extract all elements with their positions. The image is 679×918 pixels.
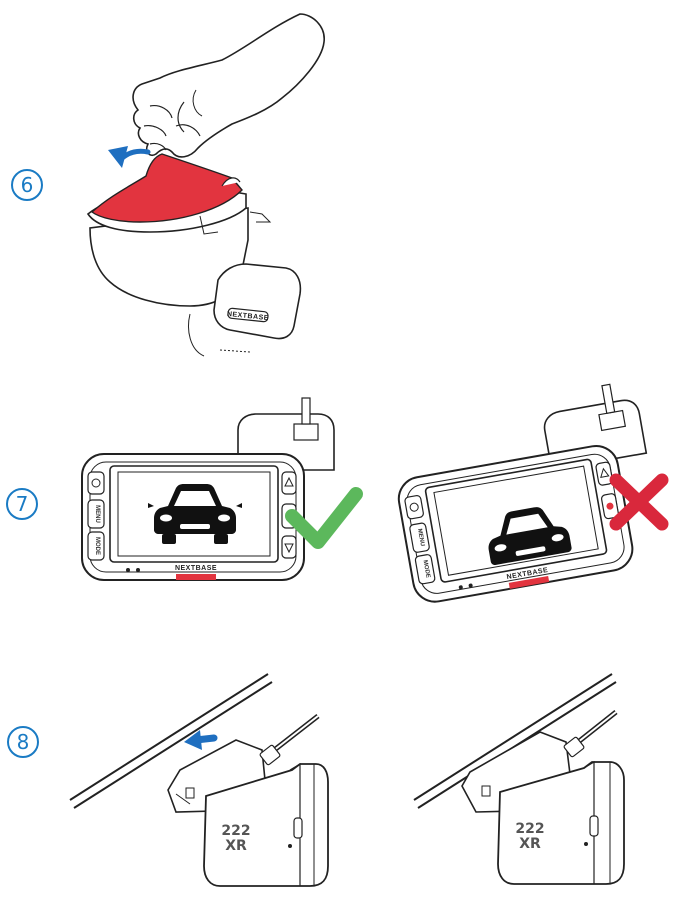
windscreen-left [69, 673, 273, 809]
cross-icon [609, 473, 669, 531]
curved-arrow-icon [108, 146, 151, 168]
step-7: 7 MENU MODE [6, 383, 669, 603]
step-7-number: 7 [16, 492, 29, 516]
camera-rear: NEXTBASE [188, 263, 302, 357]
step-7-badge [6, 488, 38, 520]
step-6-number: 6 [21, 173, 34, 197]
step-8-badge [7, 726, 39, 758]
adhesive-pad [90, 153, 243, 223]
hand-illustration [132, 13, 325, 158]
straight-arrow-icon [184, 730, 218, 750]
camera-side-right: 222 XR [461, 710, 625, 885]
step-8-number: 8 [17, 730, 30, 754]
mode-button-label: MODE [94, 537, 100, 555]
windscreen-mount [86, 153, 272, 307]
brand-label: NEXTBASE [175, 565, 217, 572]
car-icon [488, 507, 572, 565]
step-6-badge [11, 169, 43, 201]
checkmark-icon [285, 487, 363, 549]
menu-button-label: MENU [416, 528, 425, 546]
model-number: 222 [221, 823, 250, 839]
step-8: 8 222 XR [7, 673, 625, 887]
step-6: 6 NEXTBASE [11, 13, 325, 357]
model-number: 222 [515, 821, 544, 837]
camera-tilted: MENU MODE NEXTBASE [397, 383, 648, 603]
menu-button-label: MENU [94, 505, 100, 523]
brand-label: NEXTBASE [227, 311, 270, 322]
camera-level: MENU MODE NEXTBASE [81, 397, 335, 581]
camera-side-left: 222 XR [167, 714, 329, 887]
mode-button-label: MODE [422, 560, 431, 579]
model-suffix: XR [519, 836, 541, 852]
car-icon [148, 484, 242, 544]
model-suffix: XR [225, 838, 247, 854]
